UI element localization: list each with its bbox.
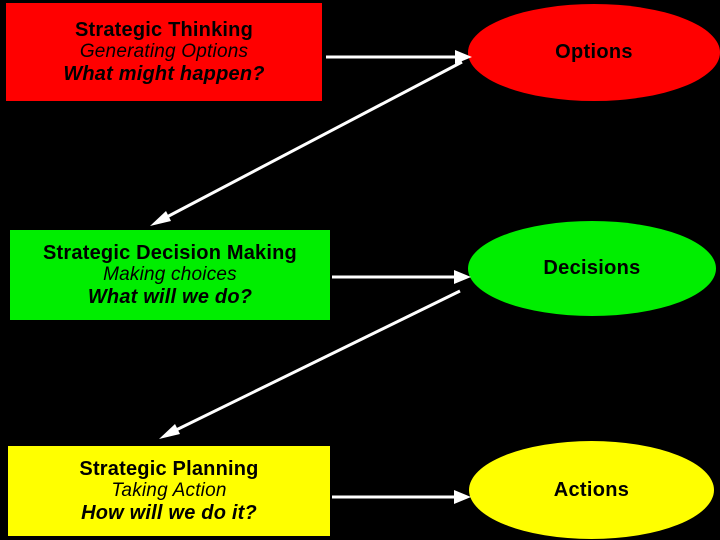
arrow-decision-to-decisions xyxy=(332,270,471,284)
box-question: How will we do it? xyxy=(81,501,257,524)
ellipse-decisions-shape xyxy=(468,221,716,316)
box-strategic-decision-making[interactable]: Strategic Decision Making Making choices… xyxy=(10,230,330,320)
ellipse-options-shape xyxy=(468,4,720,101)
box-title: Strategic Planning xyxy=(79,457,259,480)
ellipse-decisions[interactable]: Decisions xyxy=(468,221,716,316)
box-strategic-thinking[interactable]: Strategic Thinking Generating Options Wh… xyxy=(6,3,322,101)
box-title: Strategic Decision Making xyxy=(43,241,297,264)
ellipse-options[interactable]: Options xyxy=(468,4,720,101)
box-strategic-planning[interactable]: Strategic Planning Taking Action How wil… xyxy=(8,446,330,536)
box-subtitle: Taking Action xyxy=(111,480,227,502)
ellipse-actions[interactable]: Actions xyxy=(469,441,714,539)
ellipse-actions-shape xyxy=(469,441,714,539)
box-subtitle: Making choices xyxy=(103,264,237,286)
box-question: What might happen? xyxy=(63,62,265,85)
box-title: Strategic Thinking xyxy=(74,18,254,41)
box-question: What will we do? xyxy=(87,285,253,308)
box-subtitle: Generating Options xyxy=(79,41,249,63)
arrow-thinking-to-options xyxy=(326,50,472,64)
arrow-planning-to-actions xyxy=(332,490,471,504)
